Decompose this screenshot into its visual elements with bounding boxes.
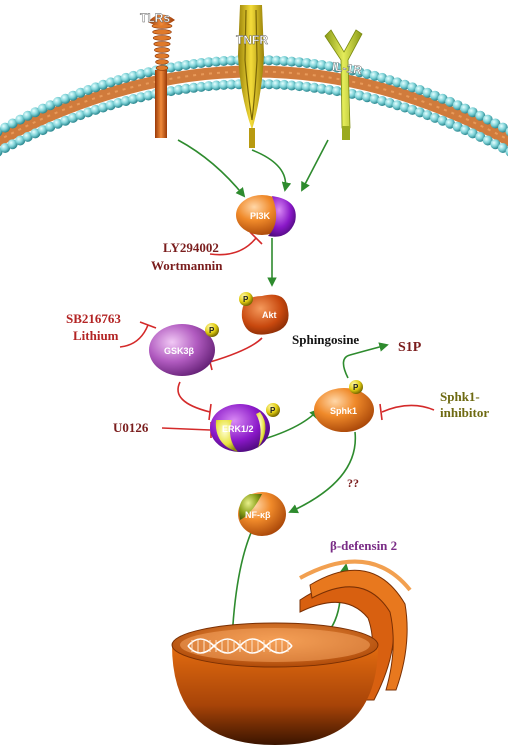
akt-node: Akt P xyxy=(239,292,289,335)
pi3k-node: PI3K xyxy=(236,195,296,237)
inhibit-sphk1i-to-sphk1 xyxy=(382,405,434,412)
ly294002-label: LY294002 xyxy=(163,240,219,256)
tlr-coil-segment xyxy=(156,66,168,71)
dna-helix-icon xyxy=(188,639,292,653)
beta-defensin-2-label: β-defensin 2 xyxy=(330,538,397,554)
tlr-coil-segment xyxy=(154,42,170,47)
inhibit-gsk3b-to-erk xyxy=(178,382,210,412)
gsk3b-node: GSK3β P xyxy=(149,323,219,376)
gsk3b-phospho-label: P xyxy=(209,326,215,335)
gsk3b-label: GSK3β xyxy=(164,346,195,356)
inhibit-bar-sphk1 xyxy=(380,404,382,420)
tlrs-label: TLRs xyxy=(140,11,170,25)
tlr-coil-segment xyxy=(153,36,171,41)
arrow-il1r-to-pi3k xyxy=(302,140,328,190)
inhibit-bar-erk xyxy=(209,404,211,420)
nfkb-label: NF-κβ xyxy=(245,510,271,520)
inhibit-bar-gsk3b xyxy=(140,322,156,328)
akt-phospho-label: P xyxy=(243,295,249,304)
sphk1-inhibitor-label-line1: Sphk1- xyxy=(440,389,480,405)
tlr-coil-segment xyxy=(153,30,172,35)
sphk1-label: Sphk1 xyxy=(330,406,357,416)
erk-node: ERK1/2 P xyxy=(210,403,280,452)
arrow-tnfr-to-pi3k xyxy=(252,150,286,190)
arrow-sphingosine-to-s1p xyxy=(343,345,387,378)
nucleus xyxy=(172,562,410,745)
sphingosine-label: Sphingosine xyxy=(292,332,359,348)
pi3k-label: PI3K xyxy=(250,211,271,221)
erk-label: ERK1/2 xyxy=(222,424,254,434)
arrow-nfkb-to-nucleus xyxy=(232,522,256,640)
arrow-tlr-to-pi3k xyxy=(178,140,244,196)
unknown-link-label: ?? xyxy=(347,476,359,491)
inhibit-akt-to-gsk3b xyxy=(210,338,262,362)
nfkb-node: NF-κβ xyxy=(238,492,286,536)
s1p-label: S1P xyxy=(398,340,421,356)
sphk1-node: Sphk1 P xyxy=(314,380,374,432)
inhibit-u0126-to-erk xyxy=(162,428,210,430)
arrow-sphk1-to-nfkb xyxy=(290,432,355,512)
wortmannin-label: Wortmannin xyxy=(151,258,223,274)
inhibit-sb-to-gsk3b xyxy=(120,325,148,347)
u0126-label: U0126 xyxy=(113,420,148,436)
tnfr-receptor xyxy=(238,5,264,148)
tlr-coil-segment xyxy=(154,48,169,53)
sphk1-phospho-label: P xyxy=(353,383,359,392)
sb216763-label: SB216763 xyxy=(66,311,121,327)
sphk1-inhibitor-label-line2: inhibitor xyxy=(440,405,489,421)
tlr-coil-segment xyxy=(156,60,169,65)
akt-label: Akt xyxy=(262,310,277,320)
erk-phospho-label: P xyxy=(270,406,276,415)
tlr-coil-segment xyxy=(155,54,169,59)
tnfr-label: TNFR xyxy=(236,33,268,47)
lithium-label: Lithium xyxy=(73,328,119,344)
